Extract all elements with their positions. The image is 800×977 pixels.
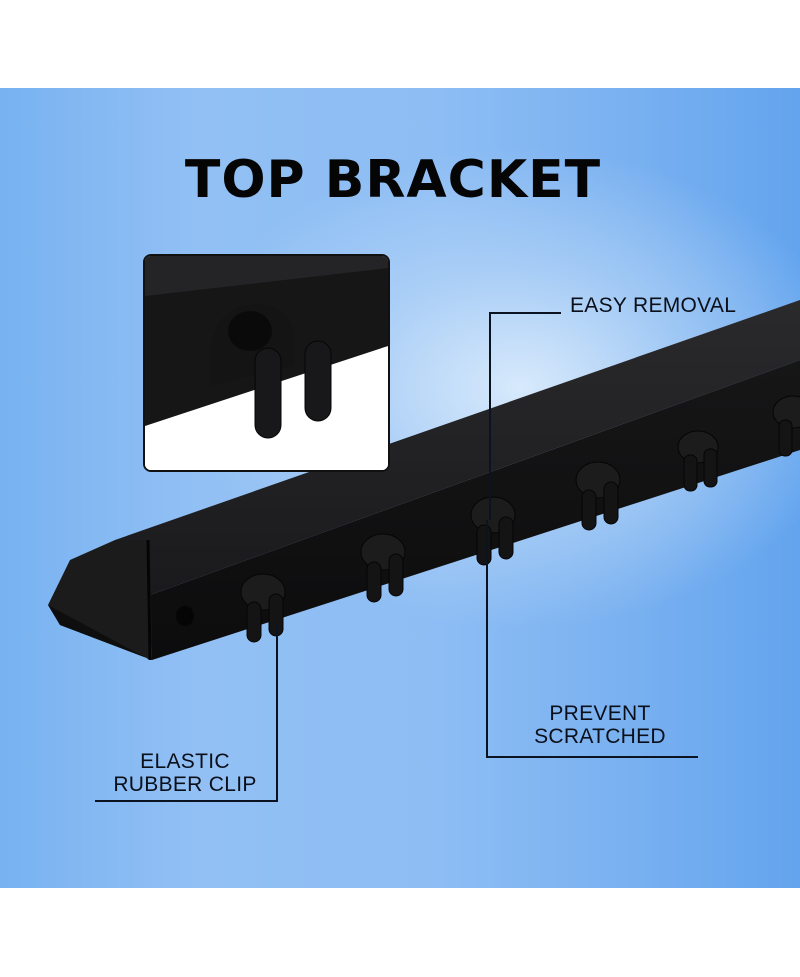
easy-removal-leader-v (489, 312, 491, 520)
page-title: TOP BRACKET (0, 150, 800, 210)
callout-prevent-scratched: PREVENT SCRATCHED (520, 702, 680, 748)
page-title-text: TOP BRACKET (184, 150, 602, 210)
clip-closeup-inset (143, 254, 390, 472)
easy-removal-leader-h (489, 312, 561, 314)
prevent-scratched-leader-h (486, 756, 698, 758)
bracket-rail-image (48, 300, 800, 661)
callout-prevent-scratched-line2: SCRATCHED (534, 725, 666, 748)
callout-easy-removal-text: EASY REMOVAL (570, 294, 737, 317)
callout-elastic-line2: RUBBER CLIP (113, 773, 257, 796)
clip-closeup-image (145, 256, 388, 470)
callout-prevent-scratched-line1: PREVENT (549, 702, 651, 725)
elastic-clip-leader-h (95, 800, 278, 802)
prevent-scratched-leader-v (486, 520, 488, 757)
callout-easy-removal: EASY REMOVAL (570, 294, 750, 317)
callout-elastic-rubber-clip: ELASTIC RUBBER CLIP (100, 750, 270, 796)
callout-elastic-line1: ELASTIC (140, 750, 230, 773)
elastic-clip-leader-v (276, 625, 278, 802)
